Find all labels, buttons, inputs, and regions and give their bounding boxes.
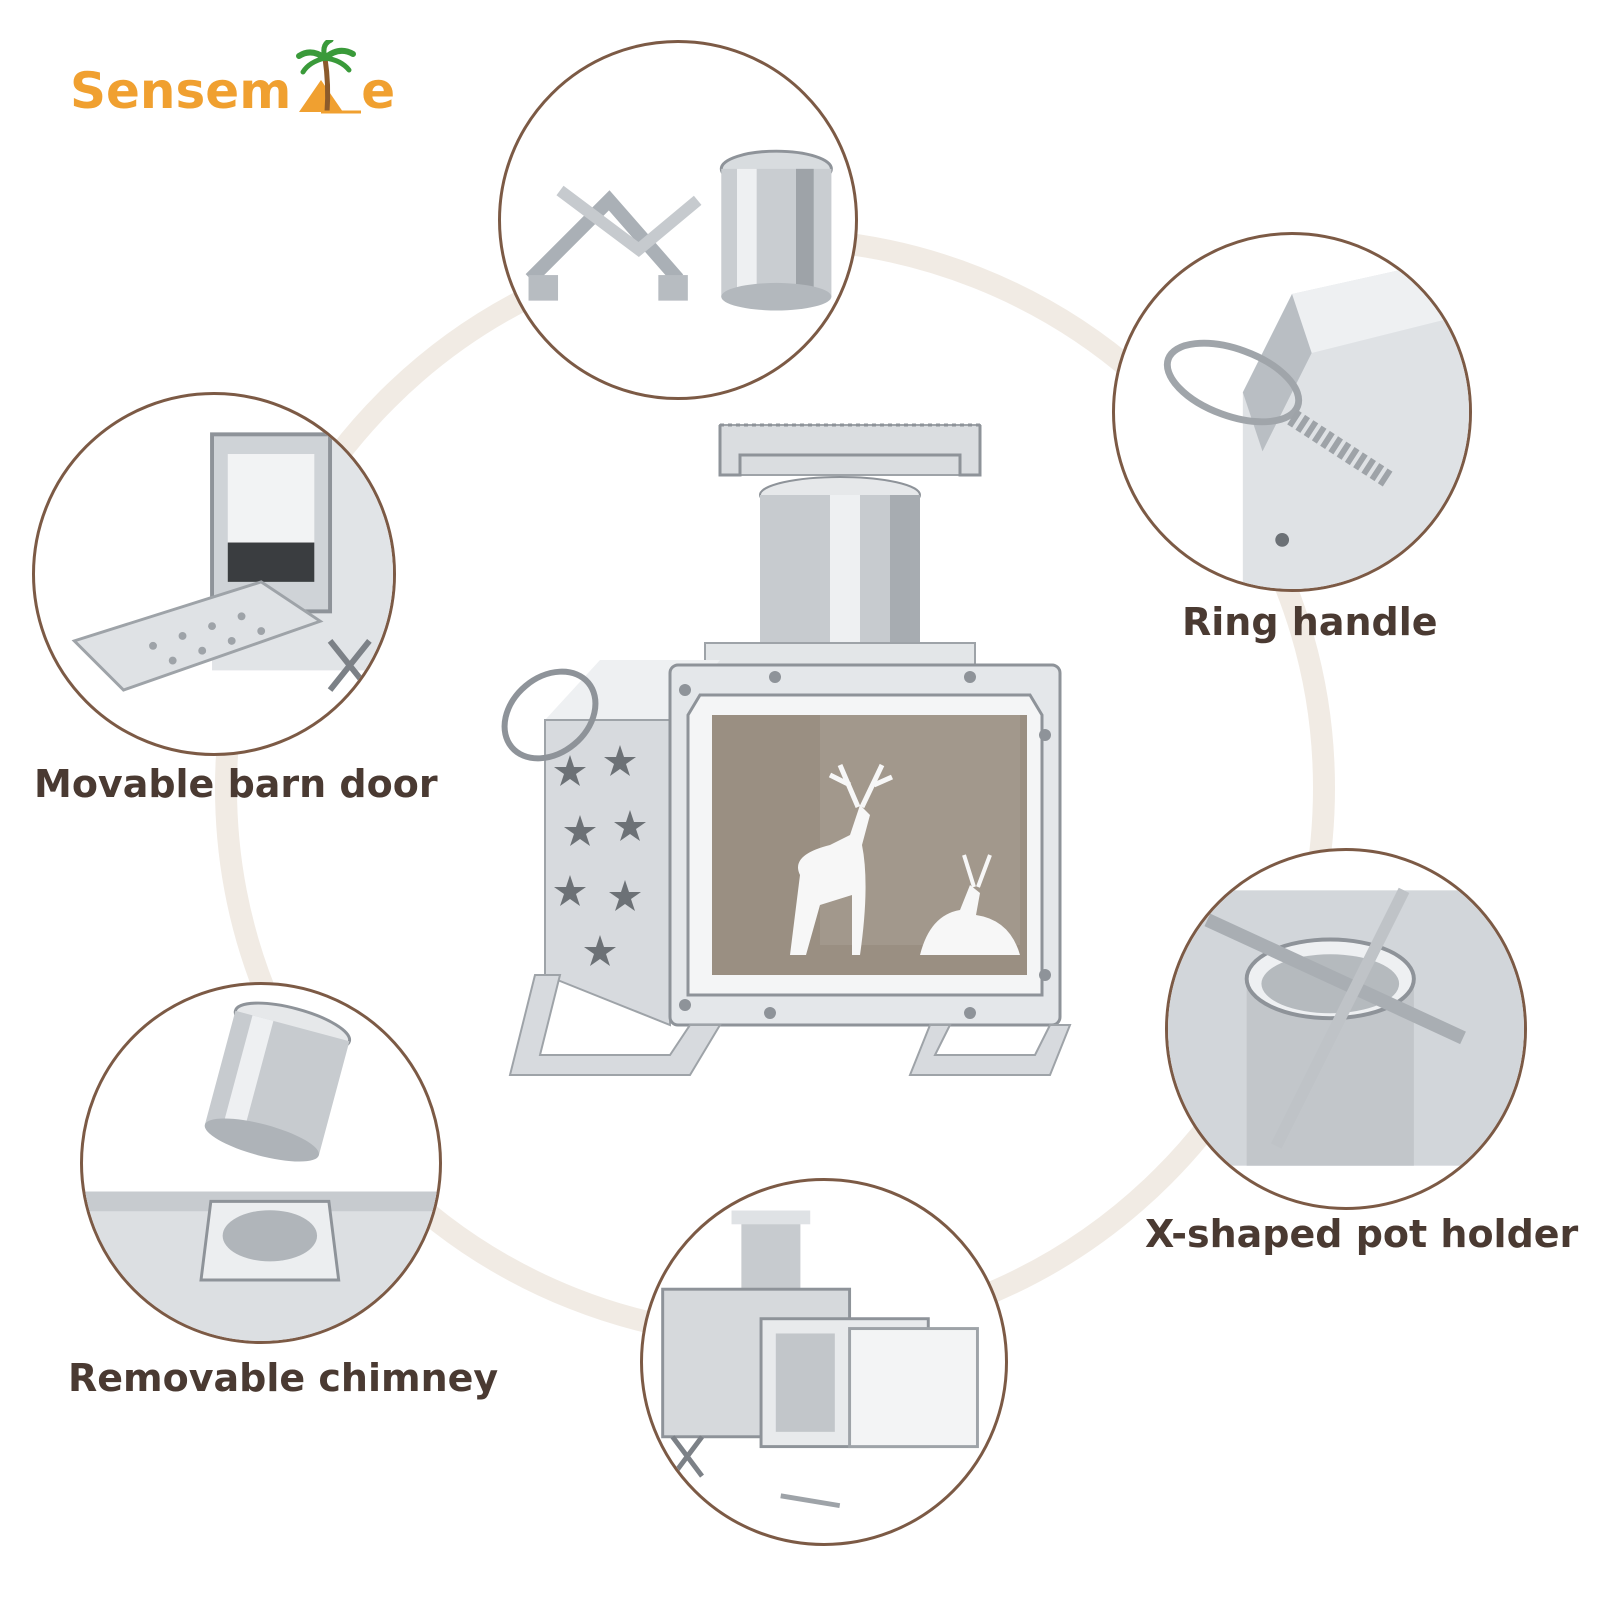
ring-handle-illustration xyxy=(1163,254,1469,589)
chimney-label: Removable chimney xyxy=(68,1356,499,1400)
barn-door-label: Movable barn door xyxy=(34,762,438,806)
pot-holder-illustration xyxy=(1168,887,1524,1166)
main-stove xyxy=(490,415,1090,1095)
deer-silhouette xyxy=(790,763,1020,955)
pot-holder-bubble xyxy=(1165,848,1527,1210)
pot-holder-part xyxy=(525,185,702,301)
barn-door-bubble xyxy=(32,392,396,756)
brand-name-part2: e xyxy=(361,62,396,120)
brand-logo: Sensem e xyxy=(70,40,396,120)
chimney-pipe-part xyxy=(719,149,833,311)
brand-name-part1: Sensem xyxy=(70,62,292,120)
door-holes xyxy=(149,612,266,665)
chimney-illustration xyxy=(83,1001,439,1341)
chimney-pipe xyxy=(204,1001,352,1162)
ring-handle-bubble xyxy=(1112,232,1472,592)
chimney-bubble xyxy=(80,982,442,1344)
ring-handle-label: Ring handle xyxy=(1182,600,1438,644)
barn-door-illustration xyxy=(71,432,393,692)
center-chimney xyxy=(704,476,976,668)
disassembly-illustration xyxy=(661,1210,979,1509)
top-pot-holder xyxy=(718,423,982,477)
bolts xyxy=(679,671,1051,1019)
accessories-bubble xyxy=(498,40,858,400)
star-cutouts xyxy=(554,745,646,966)
pot-holder-label: X-shaped pot holder xyxy=(1145,1212,1579,1256)
accessories-illustration xyxy=(525,149,833,311)
disassembly-bubble xyxy=(640,1178,1008,1546)
palm-tent-icon xyxy=(296,40,362,114)
main-stove-illustration xyxy=(501,423,1072,1076)
